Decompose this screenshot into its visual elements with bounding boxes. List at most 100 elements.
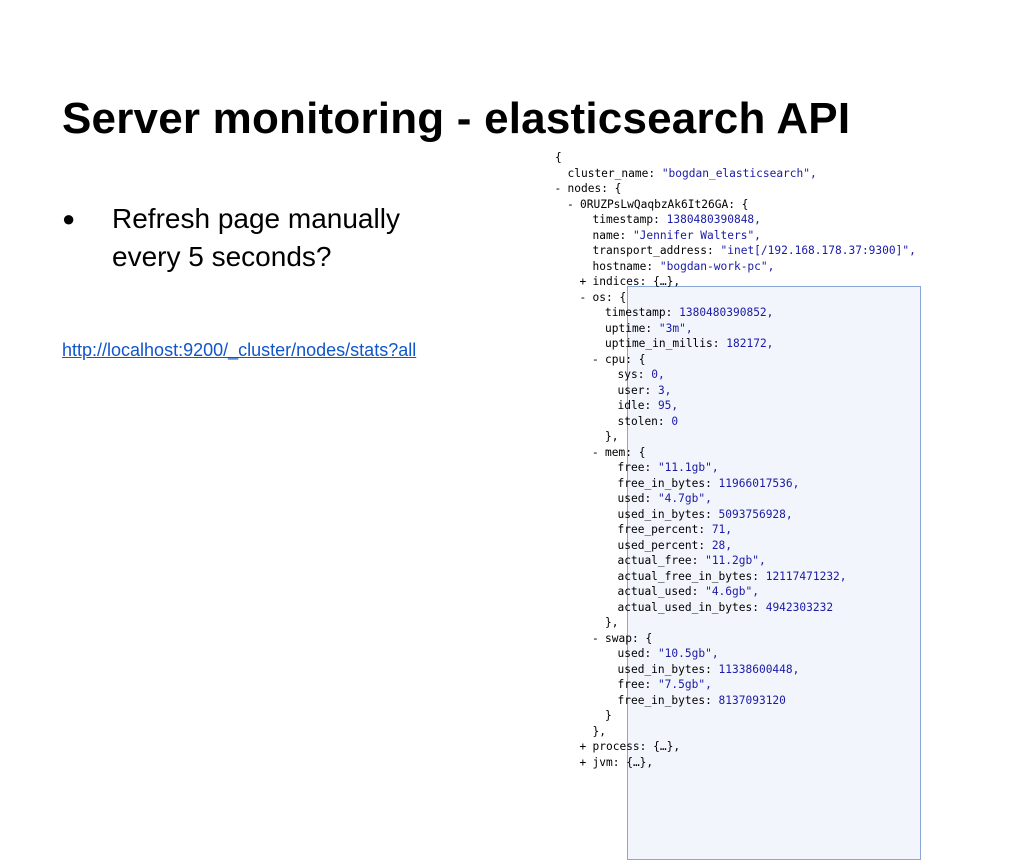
json-key: os (592, 290, 606, 304)
bullet-list: ● Refresh page manually every 5 seconds? (62, 200, 492, 276)
json-line: sys: 0, (618, 367, 665, 382)
expand-toggle-icon[interactable]: + (579, 275, 593, 288)
json-key: name (592, 228, 620, 242)
json-colon: : (691, 554, 706, 567)
slide-title: Server monitoring - elasticsearch API (62, 94, 851, 143)
json-value: 182172, (726, 337, 774, 350)
json-value: "11.1gb", (657, 461, 719, 474)
json-line: actual_used_in_bytes: 4942303232 (618, 600, 834, 615)
json-value: "Jennifer Walters", (632, 228, 761, 242)
json-colon: : (648, 166, 662, 180)
json-value: { (741, 197, 749, 211)
collapse-toggle-icon[interactable]: - (592, 352, 606, 366)
json-key: used (617, 492, 645, 505)
json-colon: : (705, 662, 719, 676)
json-value: 5093756928, (718, 507, 793, 521)
collapse-toggle-icon[interactable]: - (579, 290, 593, 304)
json-line: used: "4.7gb", (618, 491, 712, 506)
json-line: cluster_name: "bogdan_elasticsearch", (568, 166, 817, 181)
json-line: name: "Jennifer Walters", (593, 228, 761, 243)
json-key: used_percent (617, 538, 699, 552)
json-key: idle (617, 399, 645, 412)
json-line: used: "10.5gb", (618, 646, 719, 661)
json-colon: : (752, 600, 766, 614)
json-value: } (605, 709, 612, 722)
json-value: 8137093120 (718, 693, 786, 707)
json-line: used_in_bytes: 5093756928, (618, 507, 793, 522)
json-line: free_in_bytes: 11966017536, (618, 476, 800, 491)
bullet-dot-icon: ● (62, 206, 76, 231)
api-link[interactable]: http://localhost:9200/_cluster/nodes/sta… (62, 340, 417, 360)
json-colon: : (752, 569, 766, 583)
json-line[interactable]: + jvm: {…}, (580, 755, 654, 770)
json-key: used (617, 647, 645, 660)
json-line[interactable]: + process: {…}, (580, 739, 681, 754)
json-key: cpu (605, 352, 626, 366)
json-value: "4.7gb", (657, 492, 712, 505)
expand-toggle-icon[interactable]: + (579, 755, 593, 769)
json-value: "7.5gb", (657, 678, 712, 691)
json-line: actual_used: "4.6gb", (618, 584, 759, 599)
json-key: stolen (617, 414, 658, 428)
json-colon: : (705, 507, 719, 521)
json-colon: : (705, 476, 719, 490)
json-colon: : (637, 368, 652, 381)
json-line: actual_free: "11.2gb", (618, 553, 766, 568)
json-line[interactable]: - 0RUZPsLwQaqbzAk6It26GA: { (567, 197, 749, 212)
json-line[interactable]: - os: { (580, 290, 627, 305)
json-key: uptime_in_millis (605, 337, 713, 350)
json-value: 95, (657, 399, 679, 412)
json-value: { (638, 352, 646, 366)
json-key: free_percent (617, 523, 699, 536)
json-value: {…}, (653, 740, 681, 753)
json-value: 11338600448, (718, 662, 800, 676)
json-key: free (617, 678, 645, 691)
json-value: "3m", (658, 321, 693, 335)
bullet-item: ● Refresh page manually every 5 seconds? (62, 200, 492, 276)
json-value: "inet[/192.168.178.37:9300]", (720, 244, 916, 257)
expand-toggle-icon[interactable]: + (579, 740, 593, 753)
json-line[interactable]: + indices: {…}, (580, 274, 681, 289)
json-value: 4942303232 (765, 600, 834, 614)
json-colon: : (691, 585, 706, 598)
json-line[interactable]: - nodes: { (555, 181, 622, 196)
json-line[interactable]: - mem: { (592, 445, 645, 460)
json-key: sys (617, 368, 638, 381)
json-line: user: 3, (618, 383, 672, 398)
json-key: actual_free (617, 554, 692, 567)
json-key: used_in_bytes (617, 507, 706, 521)
json-line[interactable]: - cpu: { (592, 352, 646, 367)
json-key: hostname (592, 259, 647, 273)
collapse-toggle-icon[interactable]: - (554, 182, 568, 195)
json-value: 11966017536, (718, 476, 800, 490)
json-colon: : (705, 693, 719, 707)
json-line: }, (593, 724, 606, 739)
json-value: "10.5gb", (657, 647, 719, 660)
json-colon: : (644, 399, 658, 412)
json-colon: : (605, 290, 620, 304)
json-key: uptime (605, 321, 646, 335)
json-line: }, (605, 429, 618, 444)
bullet-text-line-1: Refresh page manually (112, 203, 400, 234)
json-value: 0 (671, 414, 679, 428)
json-line: { (555, 150, 562, 165)
bullet-text-line-2: every 5 seconds? (112, 241, 332, 272)
json-line: stolen: 0 (618, 414, 679, 429)
json-value: 28, (711, 538, 733, 552)
collapse-toggle-icon[interactable]: - (592, 631, 606, 645)
collapse-toggle-icon[interactable]: - (592, 445, 606, 459)
json-value: { (614, 182, 622, 195)
json-line: idle: 95, (618, 398, 679, 413)
json-highlight-os (627, 286, 921, 860)
json-colon: : (645, 321, 659, 335)
collapse-toggle-icon[interactable]: - (567, 197, 581, 211)
json-value: }, (592, 724, 606, 738)
json-key: free_in_bytes (617, 693, 706, 707)
json-colon: : (665, 306, 680, 319)
json-key: timestamp (605, 306, 666, 319)
json-key: mem (605, 445, 626, 459)
json-line[interactable]: - swap: { (592, 631, 652, 646)
json-key: actual_used_in_bytes (617, 600, 753, 614)
json-value: 71, (711, 523, 733, 536)
json-value: 0, (651, 368, 665, 381)
